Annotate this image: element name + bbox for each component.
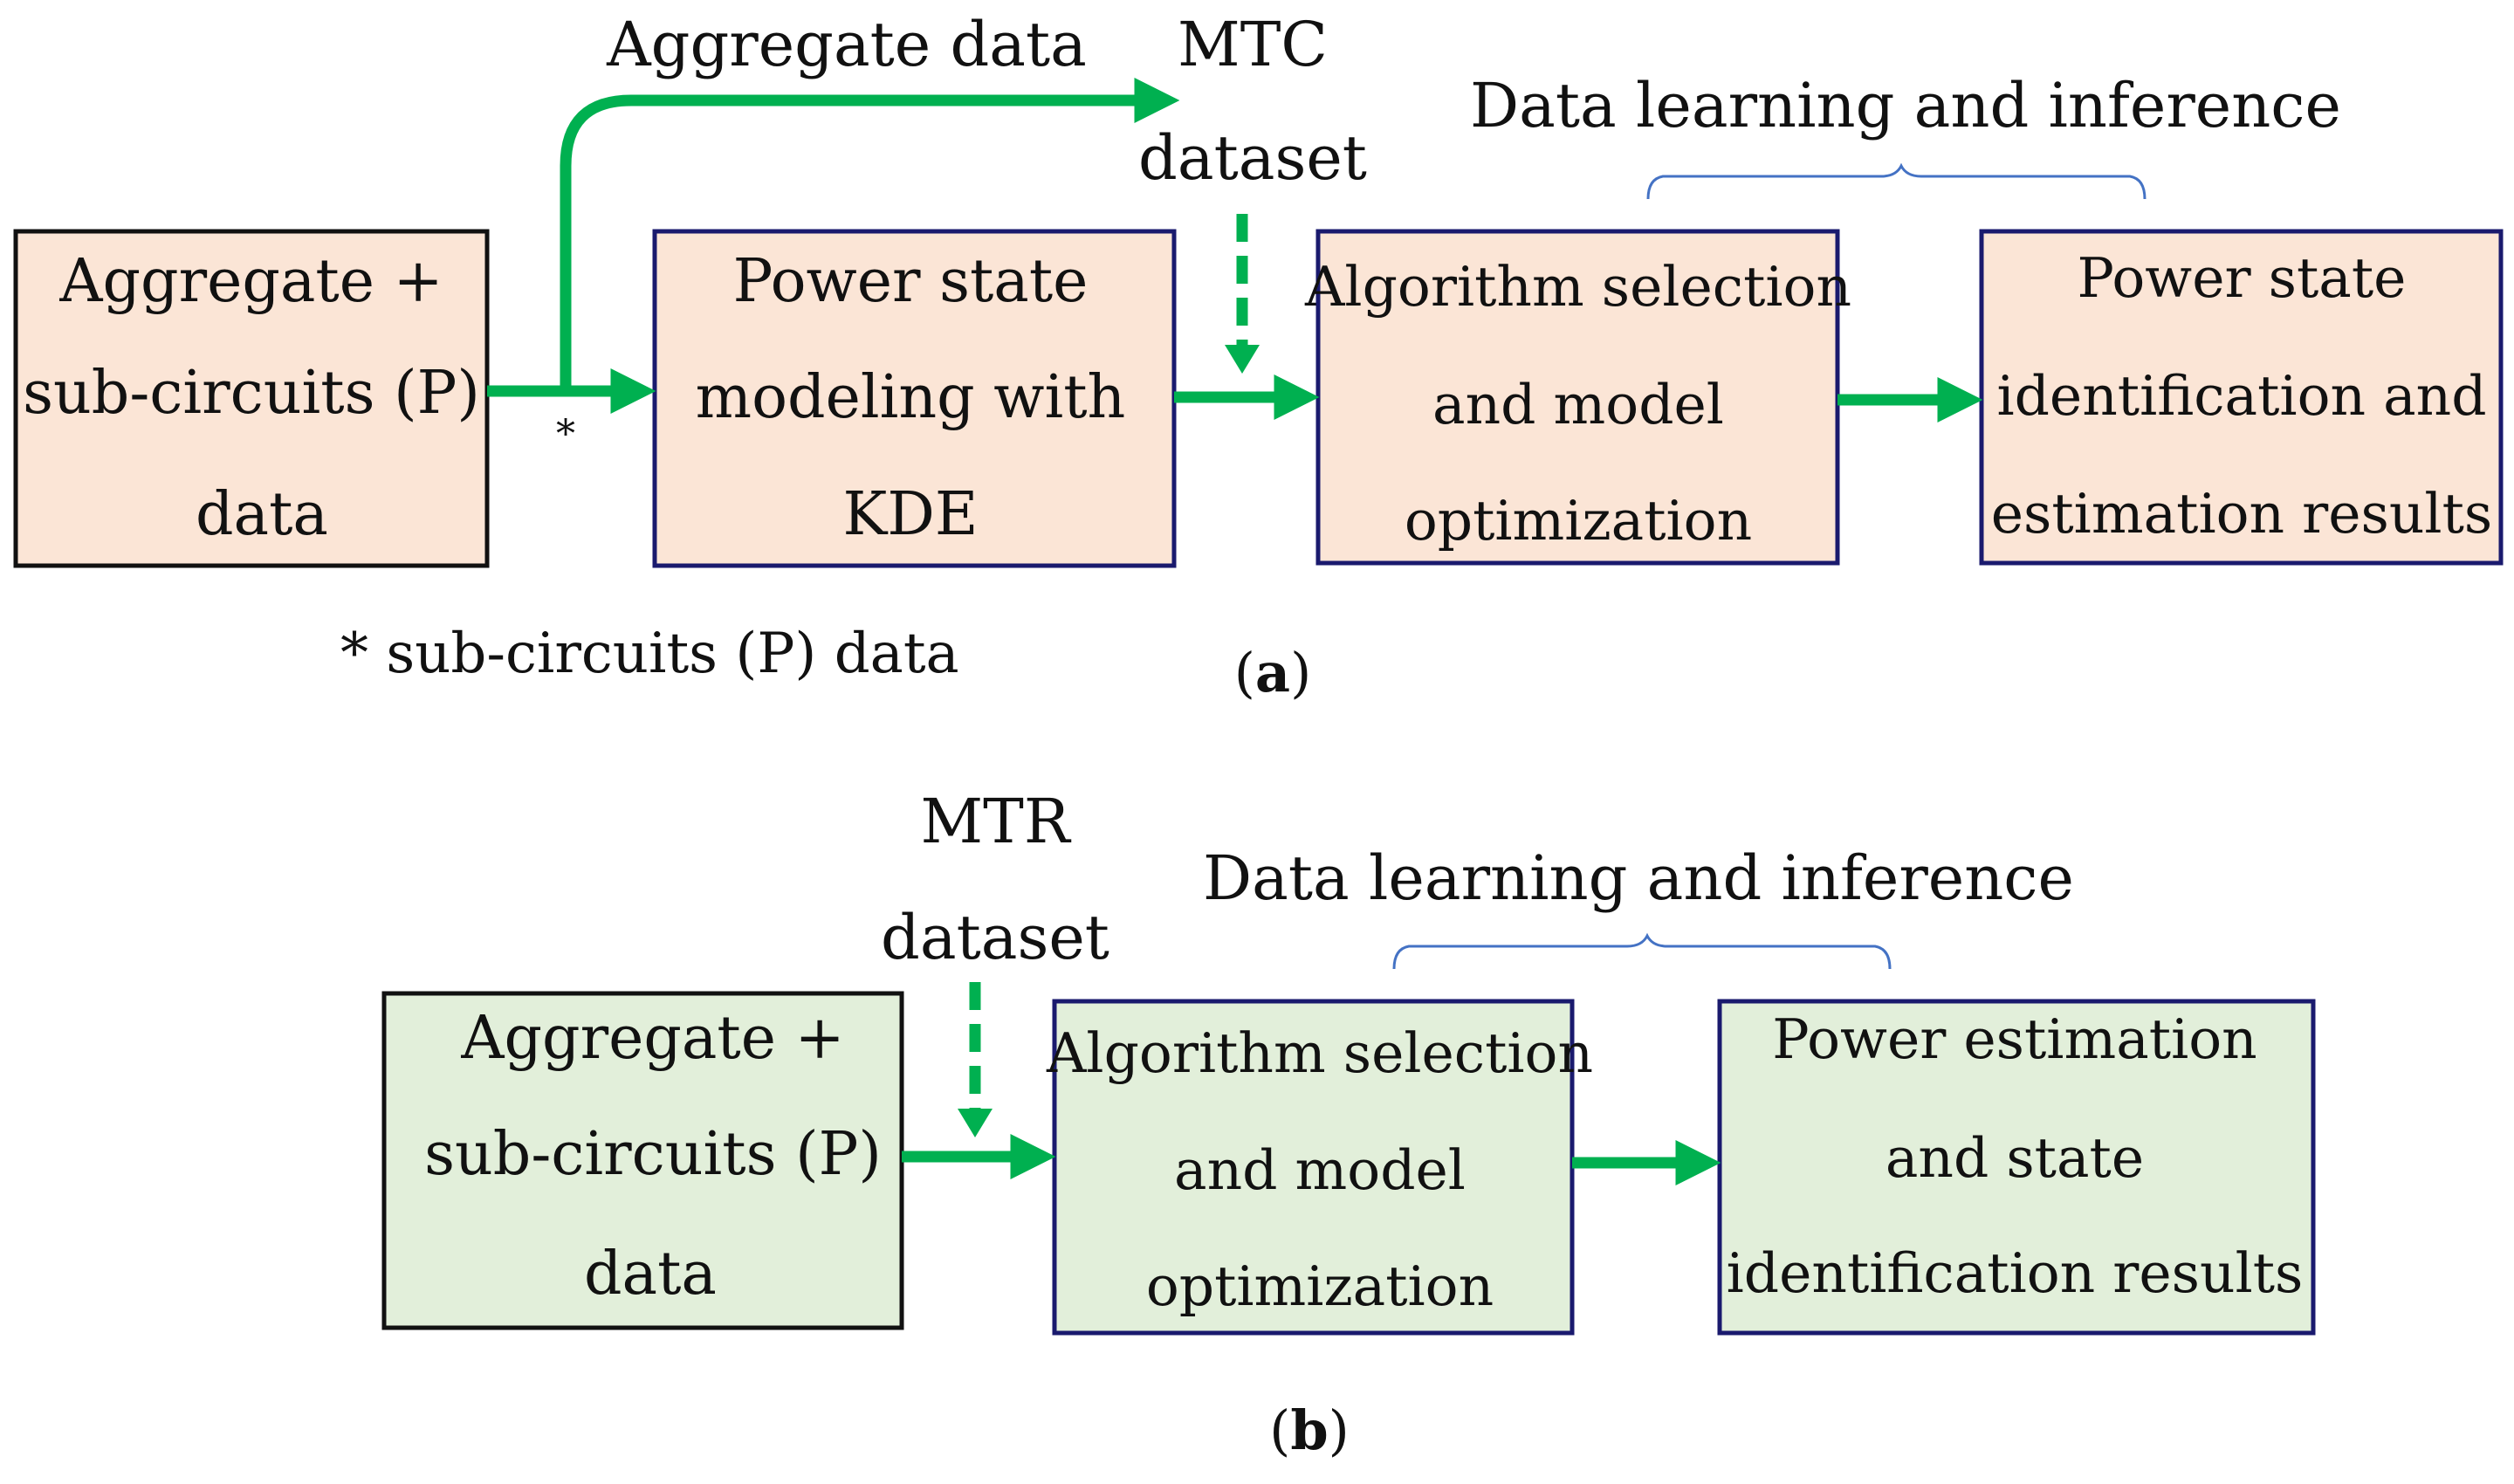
input-box-b-line-2: sub-circuits (P)	[424, 1120, 882, 1189]
mtc-label: MTC	[1178, 9, 1328, 80]
star-marker: *	[556, 412, 575, 457]
brace-label-a: Data learning and inference	[1470, 70, 2341, 141]
kde-box-a	[652, 229, 1177, 568]
brace-b	[1392, 932, 1892, 970]
algorithm-box-a-line-2: and model	[1432, 373, 1724, 436]
algorithm-box-b-line-2: and model	[1174, 1138, 1466, 1202]
kde-box-a-line-3: KDE	[843, 480, 979, 549]
panel-a-label: (a)	[1234, 641, 1312, 704]
input-box-a-line-2: sub-circuits (P)	[23, 359, 480, 428]
panel-b: Aggregate + sub-circuits (P) data Algori…	[381, 786, 2316, 1462]
brace-a	[1646, 162, 2147, 200]
kde-box-a-line-1: Power state	[733, 247, 1089, 316]
input-box-b	[381, 991, 904, 1330]
panel-a: Aggregate + sub-circuits (P) data Power …	[13, 9, 2504, 704]
result-box-b-line-3: identification results	[1727, 1241, 2304, 1305]
result-box-b-line-1: Power estimation	[1772, 1007, 2256, 1071]
result-box-a-line-2: identification and	[1996, 364, 2486, 428]
result-box-a	[1979, 229, 2504, 566]
result-box-b	[1717, 999, 2316, 1336]
kde-box-a-line-2: modeling with	[696, 363, 1126, 432]
brace-label-b: Data learning and inference	[1203, 842, 2074, 914]
algorithm-box-b-line-3: optimization	[1146, 1254, 1494, 1318]
input-box-a	[13, 229, 490, 568]
aggregate-data-label: Aggregate data	[606, 9, 1087, 80]
mtr-label: MTR	[920, 786, 1071, 857]
algorithm-box-a-line-1: Algorithm selection	[1304, 255, 1851, 319]
panel-b-label: (b)	[1269, 1398, 1350, 1462]
aggregate-data-arrow	[560, 78, 1180, 388]
input-box-b-line-1: Aggregate +	[460, 1004, 844, 1073]
footnote: * sub-circuits (P) data	[340, 622, 959, 686]
mtc-dataset-label: dataset	[1138, 122, 1367, 194]
mtr-dataset-arrowhead	[958, 1109, 993, 1137]
result-box-a-line-1: Power state	[2078, 246, 2407, 310]
input-box-b-line-3: data	[584, 1240, 717, 1309]
input-box-a-line-3: data	[196, 480, 328, 549]
algorithm-box-a	[1315, 229, 1840, 566]
mtc-dataset-arrowhead	[1225, 345, 1260, 374]
mtr-dataset-label: dataset	[881, 902, 1109, 973]
result-box-a-line-3: estimation results	[1991, 482, 2492, 546]
algorithm-box-a-line-3: optimization	[1405, 489, 1752, 553]
input-box-a-line-1: Aggregate +	[58, 247, 443, 316]
result-box-b-line-2: and state	[1886, 1126, 2144, 1190]
algorithm-box-b	[1052, 999, 1575, 1336]
algorithm-box-b-line-1: Algorithm selection	[1046, 1021, 1593, 1085]
